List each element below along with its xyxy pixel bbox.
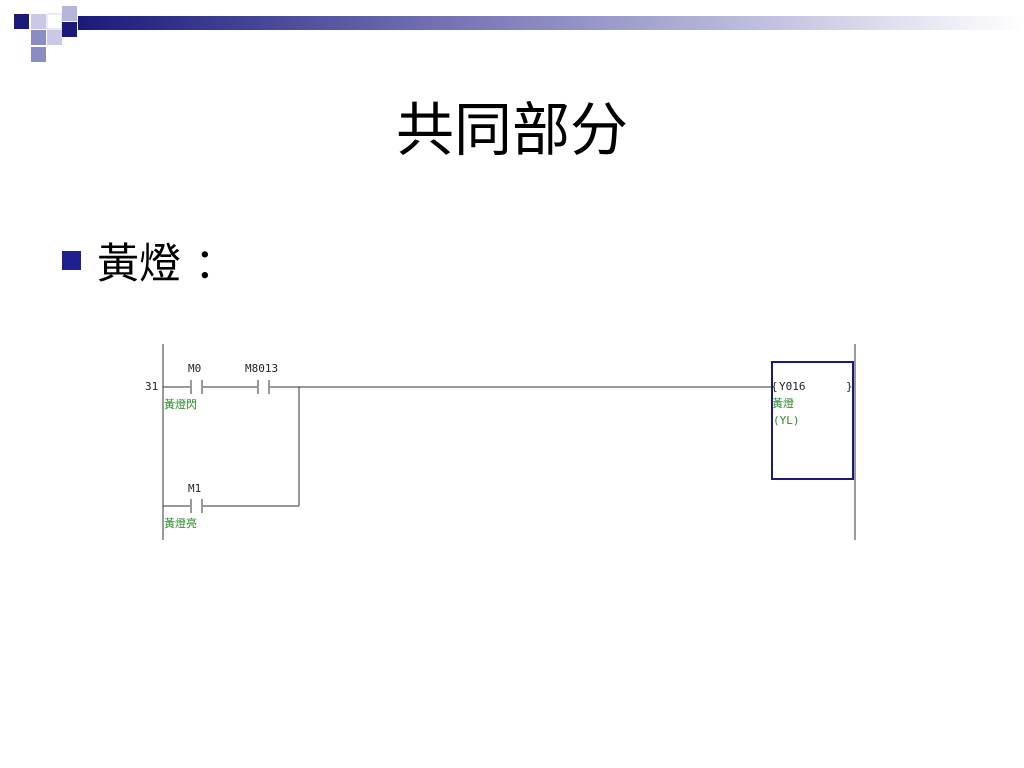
contact-device-label: M1 [188, 482, 201, 495]
coil-close-bracket-icon: } [846, 380, 853, 393]
coil-device-label: Y016 [779, 380, 806, 393]
slide-title: 共同部分 [395, 96, 628, 164]
header-gradient-bar [78, 16, 1024, 30]
step-number: 31 [145, 380, 158, 393]
contact-m0 [190, 380, 203, 394]
bullet-square-icon [62, 250, 81, 270]
contact-m8013 [257, 380, 270, 394]
bullet-item: 黃燈 ： [62, 232, 236, 288]
coil-open-bracket-icon: { [771, 380, 778, 393]
header-square-pattern [14, 6, 77, 62]
coil-comment: 黃燈 [772, 396, 794, 410]
contact-device-label: M0 [188, 362, 201, 375]
contact-m1 [190, 499, 203, 513]
contact-comment: 黃燈亮 [164, 516, 197, 530]
ladder-diagram: 31 M0 黃燈閃 M8013 M1 黃燈亮 { } Y016 黃燈 (YL) [145, 344, 856, 540]
contact-device-label: M8013 [245, 362, 278, 375]
header-decoration [14, 6, 1024, 62]
contact-comment: 黃燈閃 [164, 397, 197, 411]
bullet-text: 黃燈 ： [97, 238, 237, 288]
coil-alias: (YL) [773, 414, 800, 427]
coil-highlight-box [771, 361, 854, 480]
